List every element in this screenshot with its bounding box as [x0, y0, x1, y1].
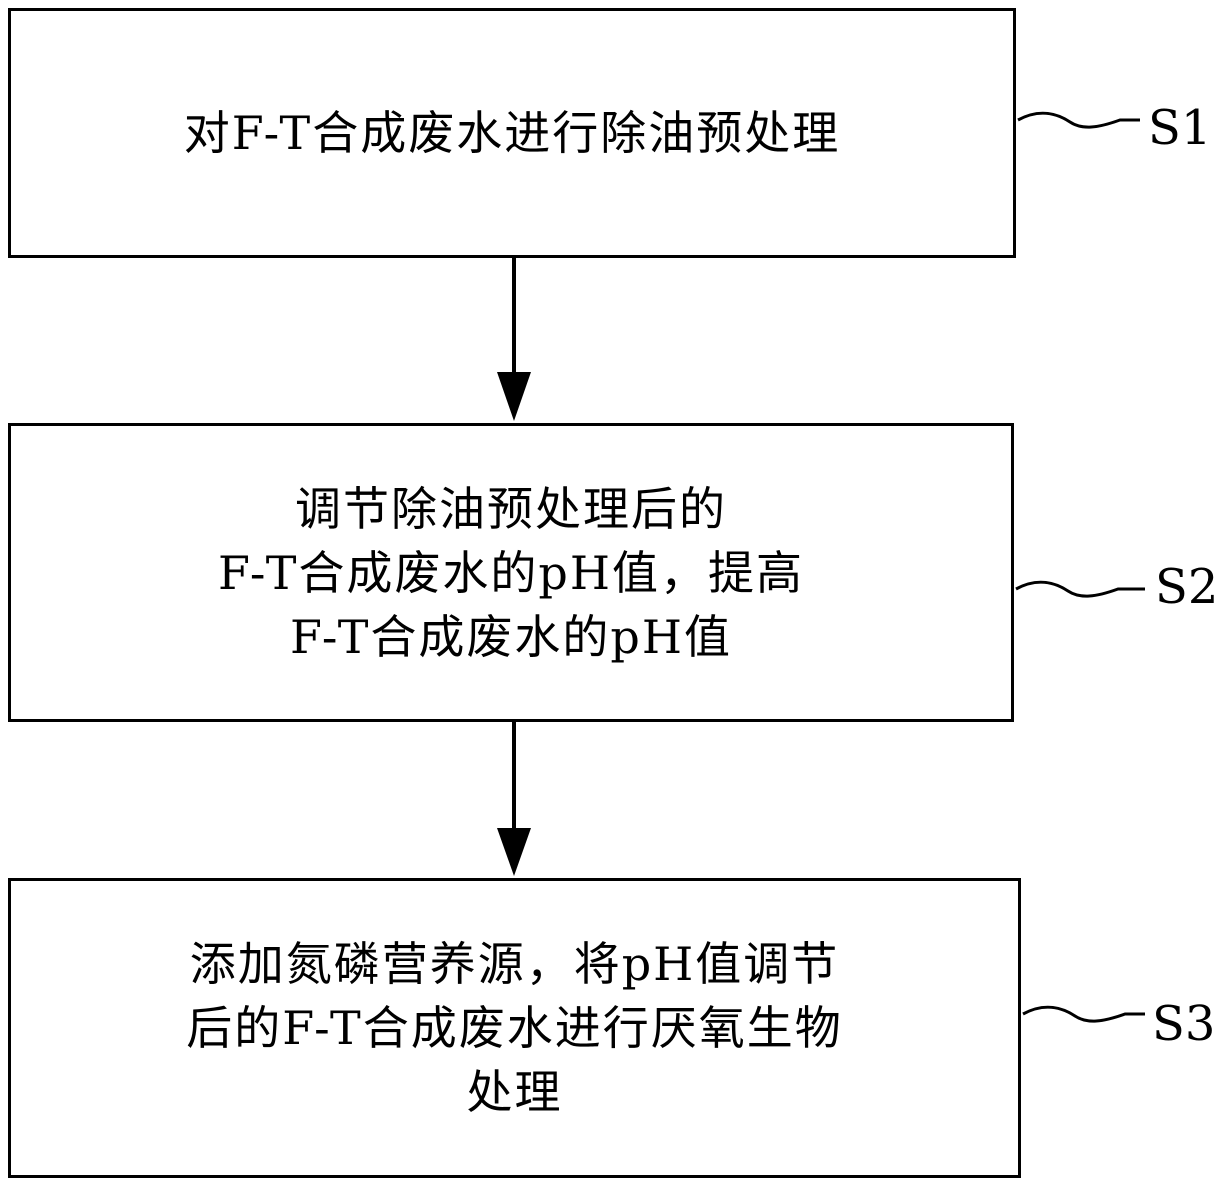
step-box-s1: 对F-T合成废水进行除油预处理 — [8, 8, 1016, 258]
step-s2-line-2: F-T合成废水的pH值，提高 — [218, 545, 804, 600]
step-s3-line-2: 后的F-T合成废水进行厌氧生物 — [186, 1001, 843, 1055]
leader-squiggle-s3 — [1022, 1005, 1145, 1023]
leader-squiggle-s2 — [1015, 580, 1145, 598]
step-label-s1: S1 — [1148, 100, 1212, 156]
step-s2-line-3: F-T合成废水的pH值 — [290, 609, 732, 664]
arrow-s1-to-s2-head — [497, 372, 531, 421]
step-s3-line-3: 处理 — [466, 1065, 563, 1119]
arrow-s2-to-s3-head — [497, 828, 531, 876]
step-label-s3: S3 — [1152, 996, 1216, 1052]
step-s1-line-1: 对F-T合成废水进行除油预处理 — [183, 106, 841, 160]
step-s3-line-1: 添加氮磷营养源，将pH值调节 — [189, 937, 840, 991]
step-box-s3: 添加氮磷营养源，将pH值调节 后的F-T合成废水进行厌氧生物 处理 — [8, 878, 1021, 1178]
step-box-s2: 调节除油预处理后的 F-T合成废水的pH值，提高 F-T合成废水的pH值 — [8, 423, 1014, 722]
leader-squiggle-s1 — [1017, 111, 1140, 129]
step-label-s2: S2 — [1155, 559, 1219, 615]
step-s2-line-1: 调节除油预处理后的 — [295, 481, 727, 536]
